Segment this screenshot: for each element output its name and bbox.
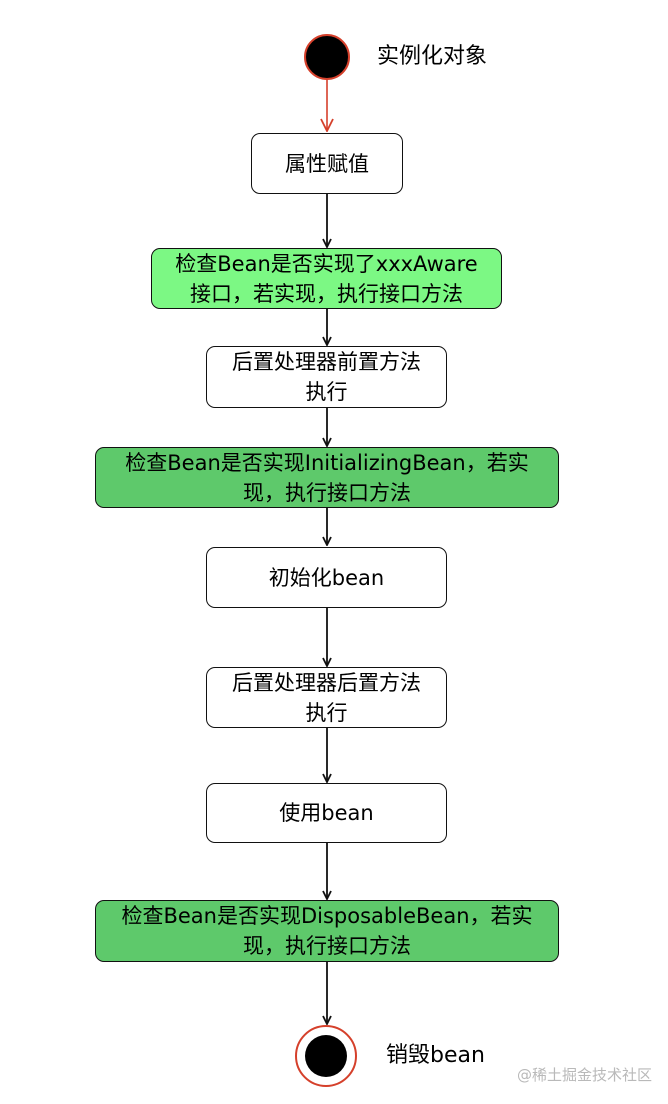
- node-init-bean: 初始化bean: [206, 547, 447, 608]
- node-use-bean: 使用bean: [206, 783, 447, 843]
- start-node: [304, 34, 350, 80]
- node-aware-check: 检查Bean是否实现了xxxAware 接口，若实现，执行接口方法: [151, 248, 502, 309]
- node-initializingbean-check: 检查Bean是否实现InitializingBean，若实 现，执行接口方法: [95, 447, 559, 508]
- end-node-core: [305, 1035, 347, 1077]
- watermark-text: @稀土掘金技术社区: [517, 1066, 653, 1084]
- node-disposablebean-check: 检查Bean是否实现DisposableBean，若实 现，执行接口方法: [95, 900, 559, 962]
- node-postprocessor-after: 后置处理器后置方法 执行: [206, 667, 447, 728]
- node-postprocessor-before: 后置处理器前置方法 执行: [206, 346, 447, 408]
- node-property-assignment: 属性赋值: [251, 133, 403, 194]
- start-label: 实例化对象: [377, 44, 488, 69]
- end-label: 销毁bean: [386, 1043, 485, 1068]
